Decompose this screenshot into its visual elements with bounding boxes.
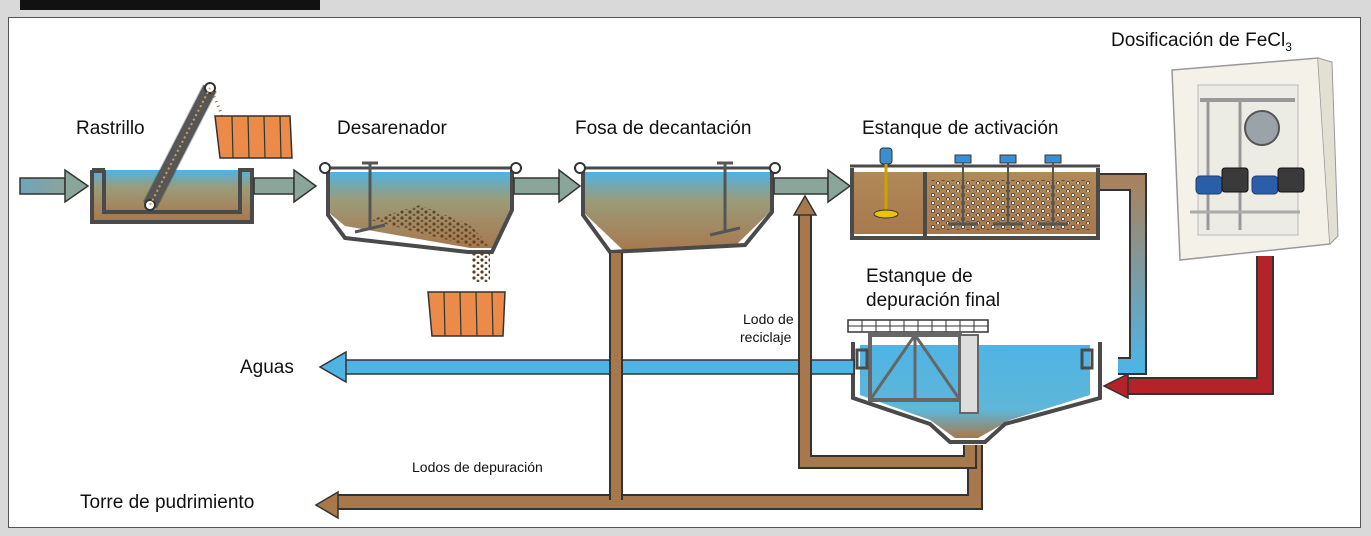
- fosa-decantacion-tank: [574, 161, 852, 255]
- sludge-pipes: [314, 194, 983, 520]
- fecl3-dosing-cabinet: [1171, 57, 1339, 261]
- label-dosificacion: Dosificación de FeCl3: [1111, 30, 1292, 54]
- rastrillo-unit: [90, 82, 318, 224]
- label-lodo-reciclaje-line1: Lodo de: [743, 311, 794, 327]
- depuracion-final-tank: [847, 319, 1102, 444]
- label-aguas: Aguas: [240, 357, 294, 378]
- label-depuracion-line1: Estanque de: [866, 266, 973, 287]
- grit-bin: [427, 291, 506, 337]
- label-torre-pudrimiento: Torre de pudrimiento: [80, 492, 255, 513]
- label-estanque-activacion: Estanque de activación: [862, 118, 1059, 139]
- inlet-arrow: [19, 168, 90, 204]
- screenings-bin: [214, 115, 293, 159]
- label-lodo-reciclaje-line2: reciclaje: [740, 329, 792, 345]
- label-desarenador: Desarenador: [337, 118, 447, 139]
- cropped-title-bar: [20, 0, 320, 10]
- label-depuracion-line2: depuración final: [866, 290, 1001, 311]
- label-fosa-decantacion: Fosa de decantación: [575, 118, 752, 139]
- aguas-outlet-arrow: [318, 350, 855, 384]
- fecl3-feed-pipe: [1102, 256, 1274, 400]
- label-lodos-depuracion: Lodos de depuración: [412, 459, 543, 475]
- activation-to-final-pipe: [1100, 173, 1147, 375]
- activacion-tank: [850, 147, 1100, 240]
- desarenador-tank: [319, 161, 582, 282]
- label-rastrillo: Rastrillo: [76, 118, 145, 139]
